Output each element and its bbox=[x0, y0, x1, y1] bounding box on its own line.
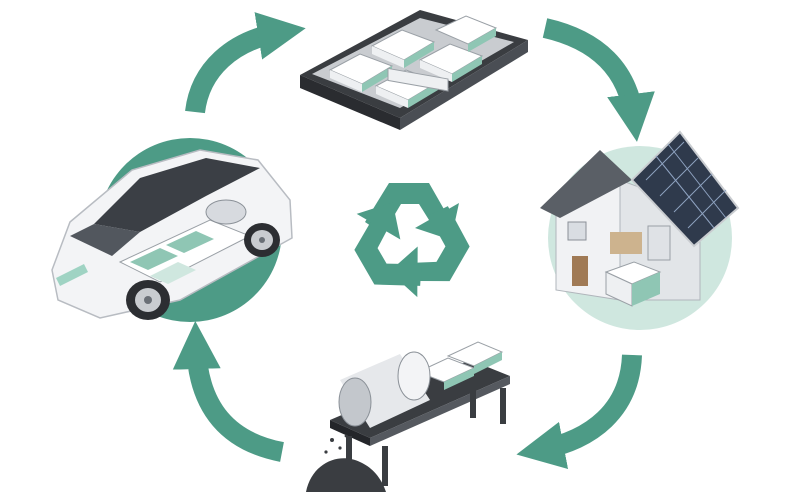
arrow-car-to-pack-icon bbox=[185, 12, 306, 114]
arrow-pack-to-house-icon bbox=[542, 18, 655, 142]
black-mass-pile bbox=[306, 434, 386, 492]
battery-module bbox=[434, 15, 498, 52]
shredder-conveyor-icon bbox=[306, 341, 510, 492]
wheel-icon bbox=[244, 223, 280, 257]
battery-module bbox=[370, 29, 436, 68]
wheel-icon bbox=[126, 280, 170, 320]
arrow-conveyor-to-car-icon bbox=[172, 321, 285, 462]
cycle-arrows bbox=[172, 12, 655, 470]
battery-module bbox=[328, 53, 394, 92]
solar-panel-icon bbox=[630, 130, 740, 248]
battery-module bbox=[418, 43, 484, 82]
recycle-icon bbox=[354, 183, 470, 298]
battery-pack-icon bbox=[300, 10, 528, 130]
electric-car-icon bbox=[51, 138, 293, 322]
solar-house-icon bbox=[540, 130, 740, 330]
arrow-house-to-conveyor-icon bbox=[516, 354, 642, 470]
